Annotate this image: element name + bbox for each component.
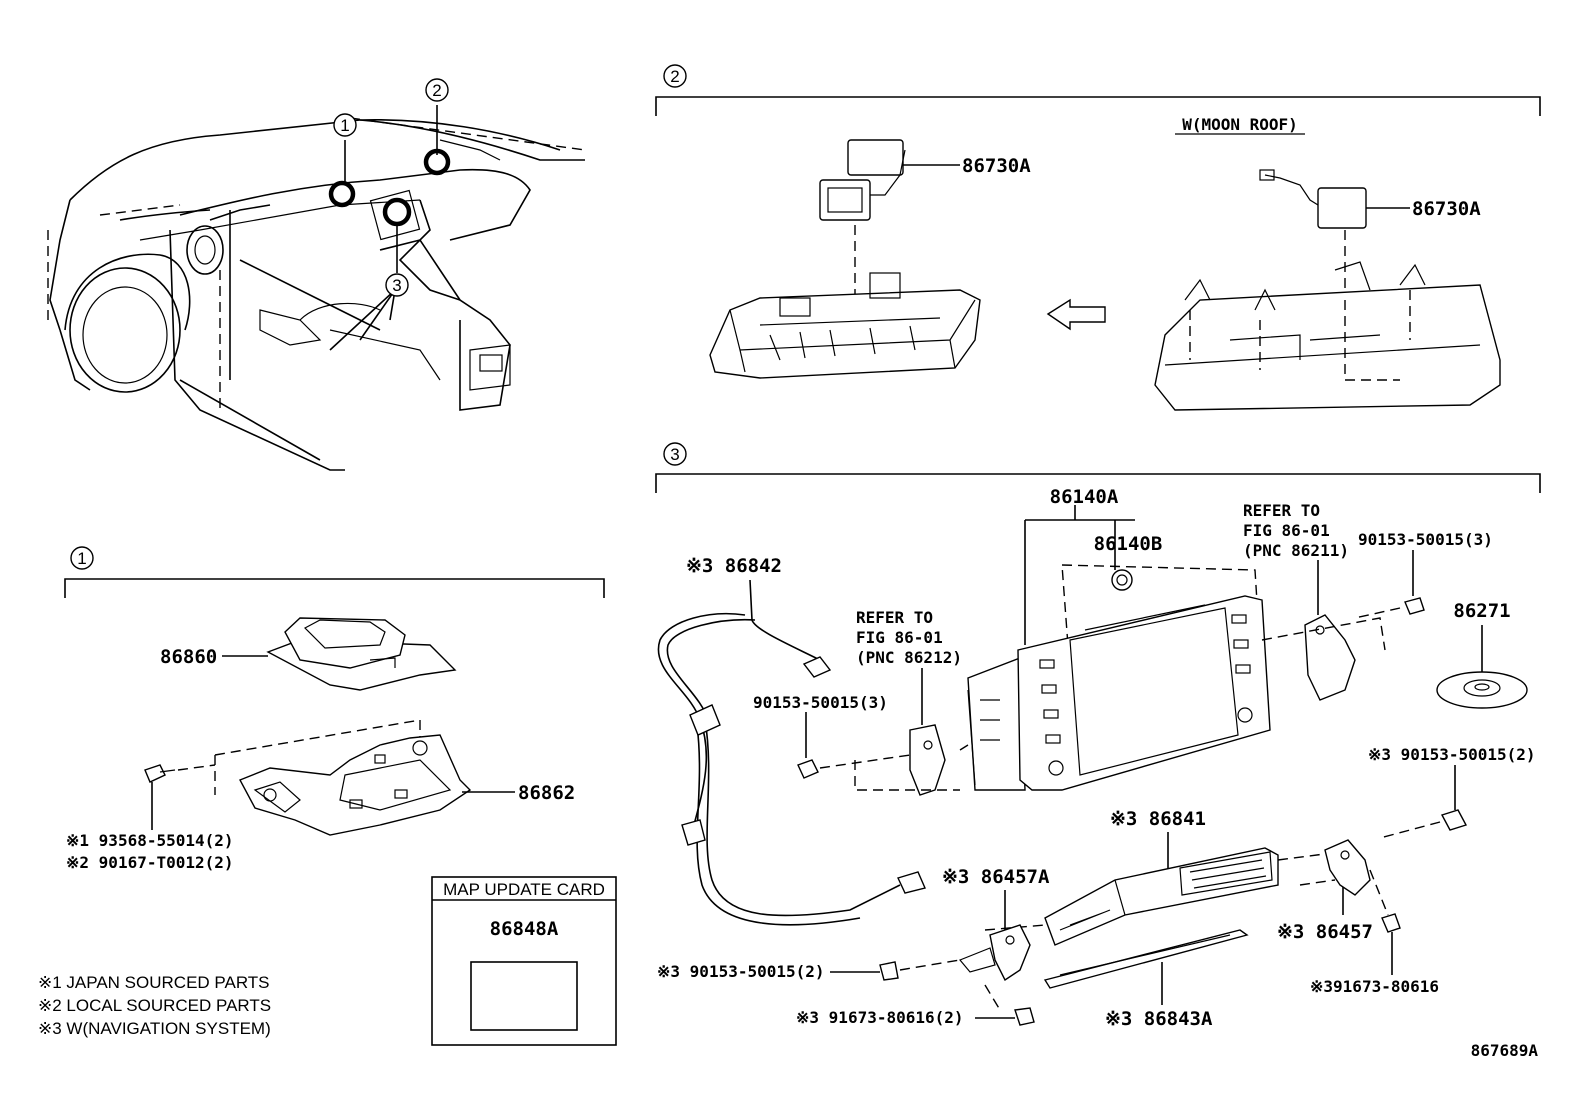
section-marker-1 <box>70 546 94 570</box>
part-86841: ※3 86841 <box>1110 808 1206 830</box>
bolt-label-2: ※2 90167-T0012(2) <box>66 853 234 872</box>
bolt-right-top-label: 90153-50015(3) <box>1358 530 1493 549</box>
refer-right-line-2: FIG 86-01 <box>1243 521 1330 540</box>
part-86140A: 86140A <box>1050 486 1119 508</box>
part-86457A: ※3 86457A <box>942 866 1050 888</box>
callout-number-1: 1 <box>340 116 349 135</box>
note-local-sourced: ※2 LOCAL SOURCED PARTS <box>38 996 271 1015</box>
section-marker-3 <box>663 442 687 466</box>
wire-harness-86842 <box>657 579 926 926</box>
section-marker-3-number: 3 <box>670 445 679 464</box>
map-update-card-title: MAP UPDATE CARD <box>443 880 605 899</box>
callout-number-2: 2 <box>432 81 441 100</box>
sensor-module-left <box>819 139 960 300</box>
bolt-bottom-left-label: ※3 90153-50015(2) <box>657 962 825 981</box>
section-marker-2-number: 2 <box>670 67 679 86</box>
sensor-module-right <box>1259 169 1410 300</box>
cover-plate-86843A <box>1043 929 1249 989</box>
bolt-left <box>797 759 819 779</box>
part-86730A-right: 86730A <box>1412 198 1481 220</box>
refer-left-line-3: (PNC 86212) <box>856 648 962 667</box>
figure-id: 867689A <box>1471 1041 1539 1060</box>
map-update-card-box: MAP UPDATE CARD 86848A <box>431 876 617 1046</box>
part-86271: 86271 <box>1453 600 1510 622</box>
callout-number-3: 3 <box>392 276 401 295</box>
part-86842: ※3 86842 <box>686 555 782 577</box>
knob-86140B <box>1111 569 1133 591</box>
refer-right-line-3: (PNC 86211) <box>1243 541 1349 560</box>
section-2-bracket <box>655 96 1541 116</box>
overhead-console-right <box>1154 261 1501 411</box>
part-86140B: 86140B <box>1094 533 1163 555</box>
bolt-label-1: ※1 93568-55014(2) <box>66 831 234 850</box>
bolt-bottom-left <box>879 961 899 981</box>
section-1-bracket <box>64 578 605 598</box>
refer-left-line-1: REFER TO <box>856 608 933 627</box>
part-86843A: ※3 86843A <box>1105 1008 1213 1030</box>
display-unit <box>967 595 1271 791</box>
bracket-left <box>854 724 969 796</box>
module-86860 <box>266 617 457 691</box>
refer-right-line-1: REFER TO <box>1243 501 1320 520</box>
section-1: 1 86860 86862 <box>64 546 605 872</box>
refer-left-line-2: FIG 86-01 <box>856 628 943 647</box>
screw-right-label: ※391673-80616 <box>1310 977 1439 996</box>
note-navigation-system: ※3 W(NAVIGATION SYSTEM) <box>38 1019 271 1038</box>
section-marker-1-number: 1 <box>77 549 86 568</box>
bolt-section-1 <box>144 764 216 830</box>
map-update-card-shape <box>470 961 578 1031</box>
direction-arrow <box>1046 298 1106 331</box>
section-3: 3 86140A 86140B <box>655 442 1541 1030</box>
moon-roof-label: W(MOON ROOF) <box>1182 115 1298 134</box>
part-86730A-left: 86730A <box>962 155 1031 177</box>
navigation-ecu-86841 <box>1044 847 1279 946</box>
callout-circle-3 <box>385 273 409 297</box>
bolt-right-top <box>1404 597 1425 615</box>
bracket-right <box>1261 614 1386 701</box>
callout-circle-1 <box>333 113 357 137</box>
section-3-bracket <box>655 473 1541 493</box>
disc-86271 <box>1436 671 1528 709</box>
bolt-right-mid-label: ※3 90153-50015(2) <box>1368 745 1536 764</box>
bolt-right-mid <box>1440 809 1468 831</box>
footnotes: ※1 JAPAN SOURCED PARTS ※2 LOCAL SOURCED … <box>38 973 271 1038</box>
bracket-86457A <box>959 924 1031 1011</box>
part-86860: 86860 <box>160 646 217 668</box>
part-86862: 86862 <box>518 782 575 804</box>
note-japan-sourced: ※1 JAPAN SOURCED PARTS <box>38 973 270 992</box>
vehicle-interior-overview: 1 2 3 <box>47 78 586 471</box>
screw-right <box>1381 913 1401 933</box>
bracket-86862 <box>239 734 472 836</box>
bolt-left-label: 90153-50015(3) <box>753 693 888 712</box>
overhead-console-left <box>709 272 981 379</box>
part-86848A: 86848A <box>490 918 559 940</box>
part-86457: ※3 86457 <box>1277 921 1373 943</box>
section-2: 2 W(MOON ROOF) 86730A <box>655 64 1541 411</box>
section-marker-2 <box>663 64 687 88</box>
screw-bottom-left <box>1014 1007 1035 1026</box>
screw-bottom-left-label: ※3 91673-80616(2) <box>796 1008 964 1027</box>
bracket-86457 <box>1299 839 1371 896</box>
callout-circle-2 <box>425 78 449 102</box>
